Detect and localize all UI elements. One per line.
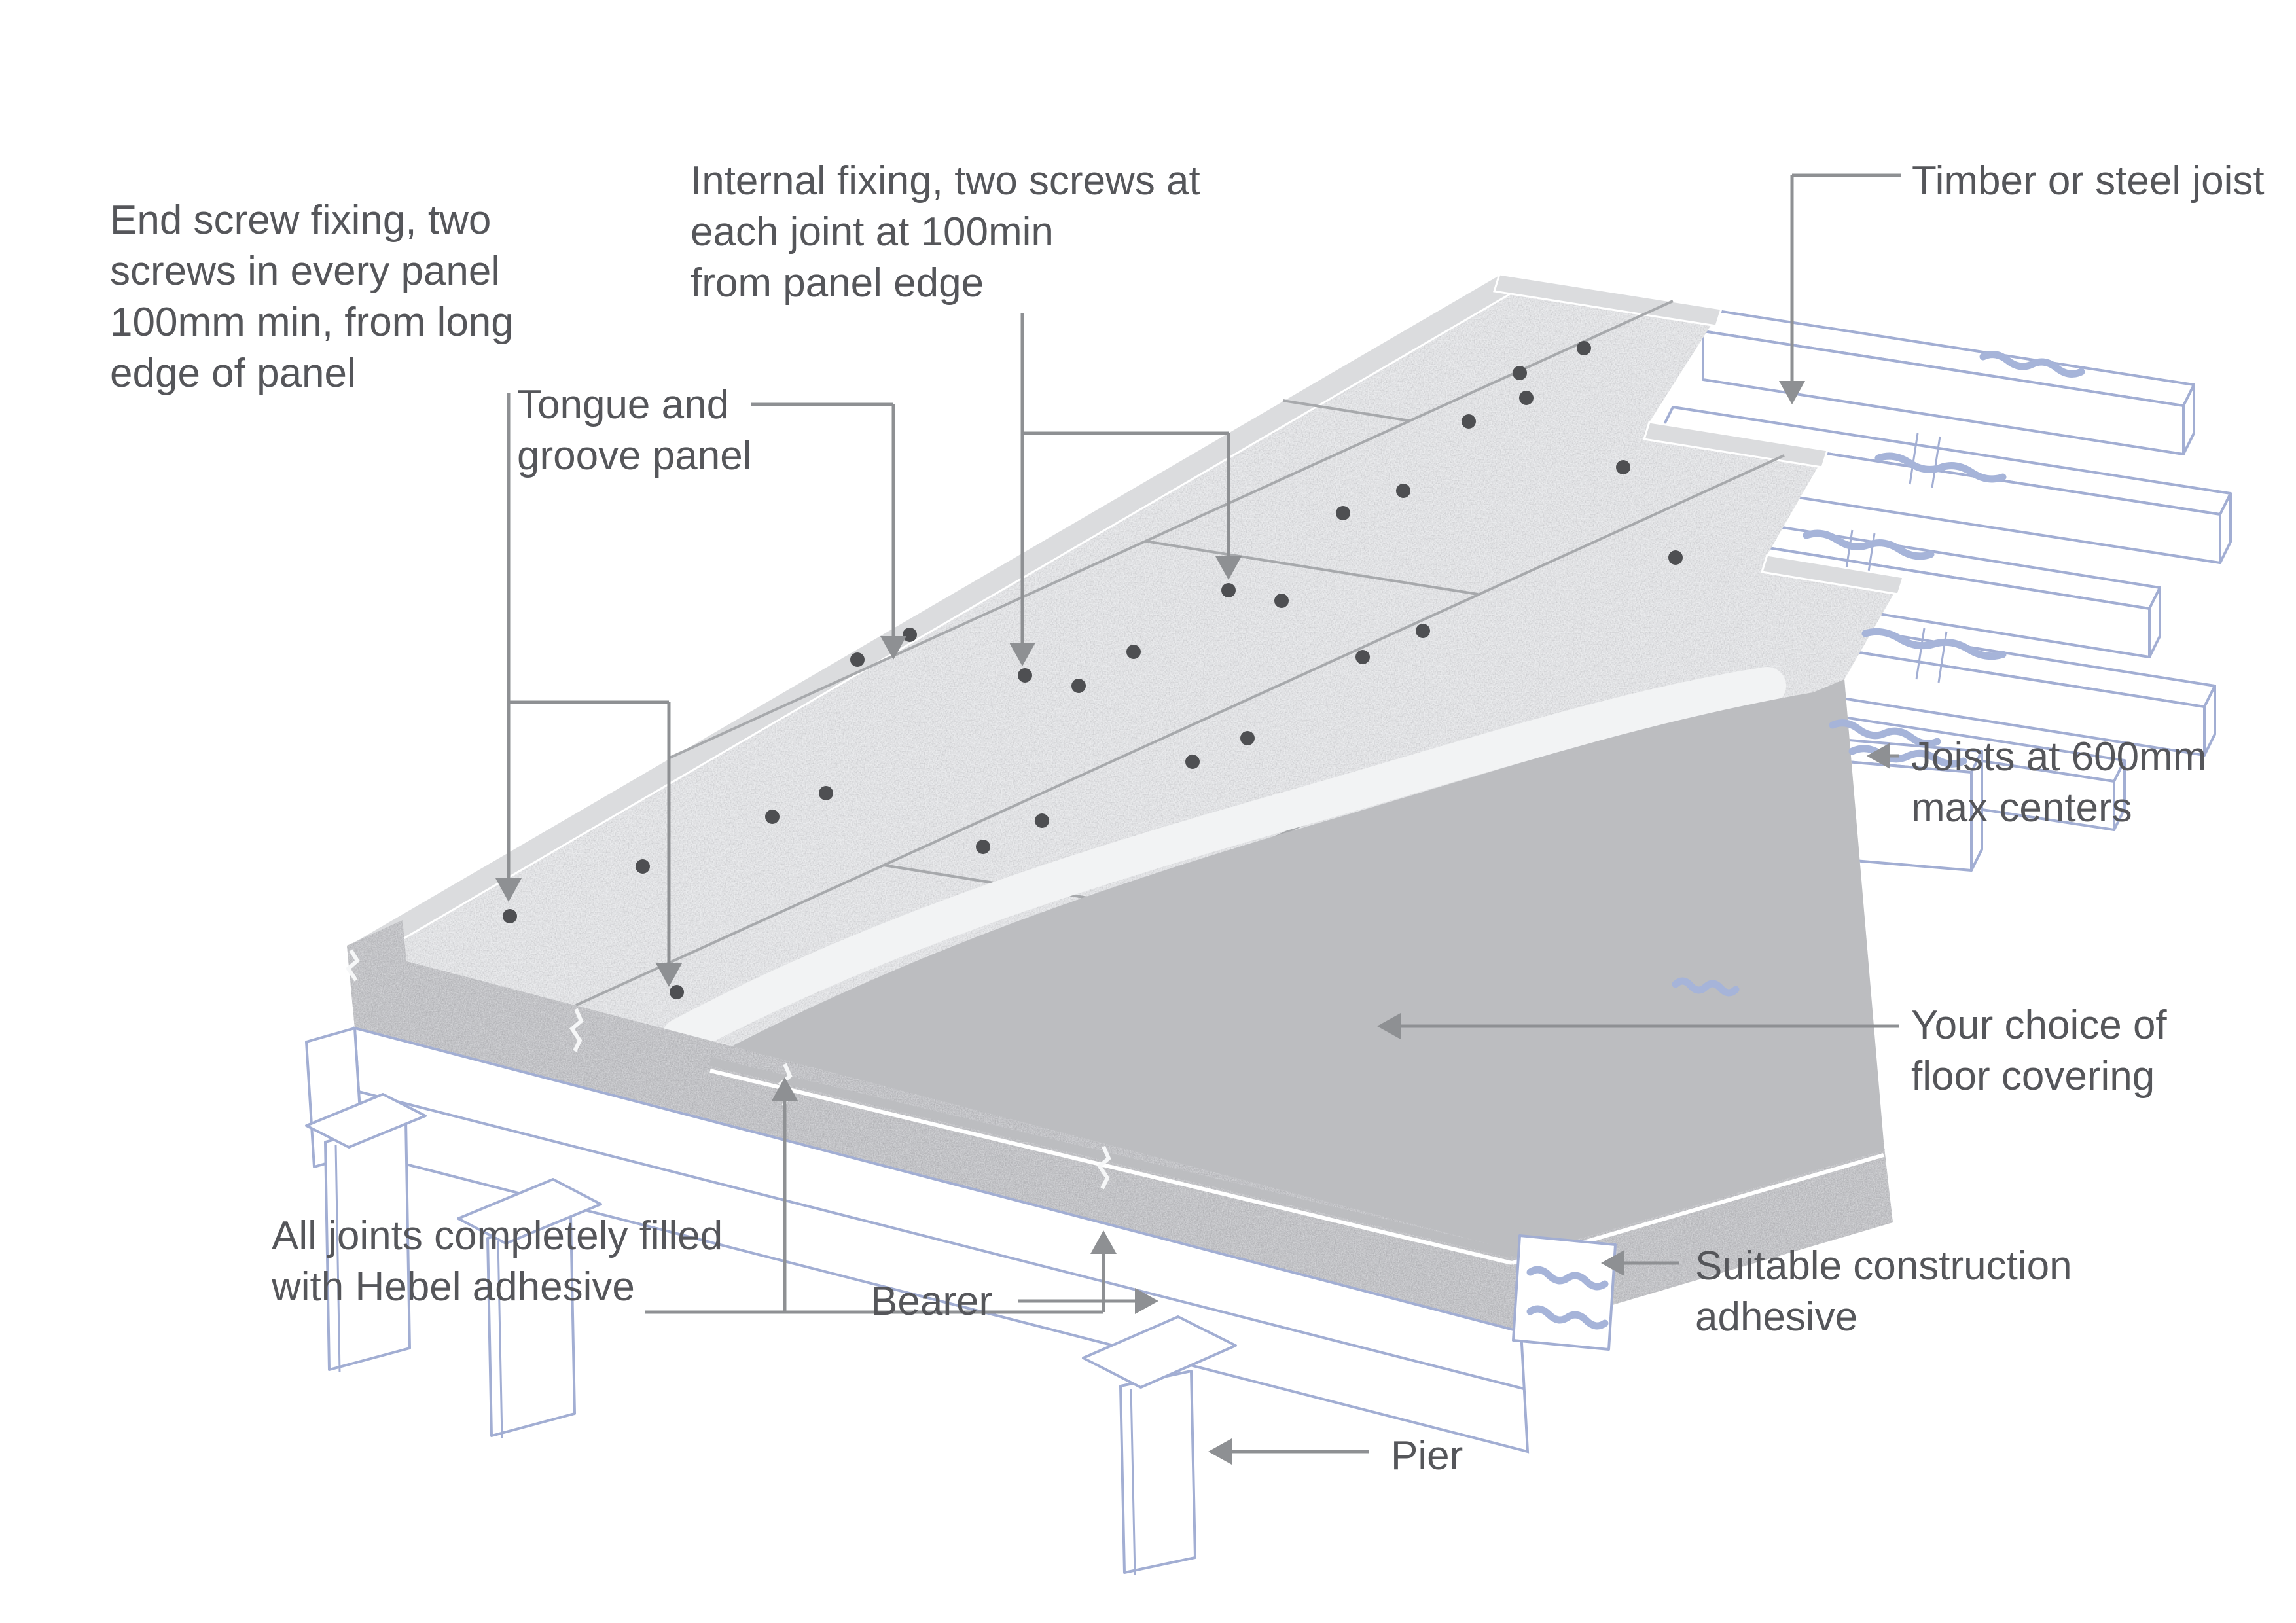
screw-dot bbox=[1018, 668, 1032, 683]
screw-dot bbox=[1668, 550, 1683, 565]
screw-dot bbox=[819, 786, 833, 800]
leader-arrowhead-end_screw bbox=[495, 878, 522, 902]
covering-white-underlay bbox=[662, 667, 1786, 1056]
leader-arrowhead-internal bbox=[1009, 643, 1035, 666]
adhesive-bead bbox=[1829, 719, 1941, 747]
joist-end-face bbox=[2203, 685, 2216, 757]
adhesive-bead bbox=[1848, 745, 1967, 768]
screw-dot bbox=[1221, 583, 1236, 597]
screw-dot bbox=[1336, 506, 1350, 520]
pier-left-2-post-edge bbox=[497, 1240, 503, 1439]
pier-center-post-edge bbox=[1130, 1388, 1136, 1576]
panel-end-joint bbox=[1282, 399, 1410, 422]
leader-arrowhead-tongue bbox=[880, 636, 906, 660]
panel-long-joint bbox=[669, 300, 1674, 759]
sheet-edge-highlight bbox=[709, 1069, 1513, 1265]
joint-jog-mark bbox=[569, 1008, 584, 1052]
screw-dot bbox=[1126, 645, 1141, 659]
screw-dot bbox=[1577, 341, 1591, 355]
adhesive-bead bbox=[1874, 452, 2007, 483]
label-all-joints: All joints completely filled with Hebel … bbox=[272, 1213, 723, 1310]
leader-arrowhead-internal bbox=[1215, 556, 1242, 580]
leader-arrowhead-j600 bbox=[1867, 743, 1890, 769]
leader-arrowhead-suitable bbox=[1601, 1250, 1624, 1276]
label-suitable-adhesive: Suitable construction adhesive bbox=[1695, 1243, 2072, 1340]
joist-mid-mark bbox=[1915, 628, 1926, 680]
leader-arrowhead-choice bbox=[1377, 1013, 1401, 1039]
joint-jog-mark bbox=[1097, 1145, 1111, 1190]
adhesive-bead bbox=[1979, 351, 2085, 378]
screw-dot bbox=[1274, 594, 1289, 608]
adhesive-bead bbox=[1803, 529, 1935, 560]
covering-edge-line bbox=[1511, 1141, 1885, 1258]
panel-step-end bbox=[1761, 554, 1905, 596]
screw-dot bbox=[976, 840, 990, 854]
joist-end-face bbox=[2113, 759, 2126, 831]
joist-mid-mark bbox=[1909, 433, 1919, 485]
pier-left-2-cap bbox=[457, 1178, 602, 1245]
screw-dot bbox=[1416, 624, 1430, 638]
covering-edge-line bbox=[709, 1057, 1513, 1258]
label-floor-covering: Your choice of floor covering bbox=[1911, 1003, 2167, 1099]
joist-end-face bbox=[2219, 492, 2232, 564]
leader-arrowhead-end_screw bbox=[656, 963, 682, 987]
leader-arrowhead-allj bbox=[772, 1077, 798, 1101]
label-tongue-groove: Tongue and groove panel bbox=[517, 382, 752, 478]
leader-arrowhead-timber bbox=[1779, 381, 1805, 404]
joist-end-face bbox=[2182, 383, 2195, 455]
label-timber-steel-joist: Timber or steel joist bbox=[1912, 158, 2265, 204]
screw-dot bbox=[670, 985, 684, 999]
adhesive-bead bbox=[1526, 1305, 1609, 1330]
joist-600-end-face bbox=[1970, 750, 1983, 872]
screw-dot bbox=[1616, 460, 1630, 474]
screw-dot bbox=[850, 652, 865, 667]
leader-arrowhead-pier bbox=[1208, 1438, 1232, 1465]
floor-covering bbox=[710, 679, 1884, 1250]
panel-front-speckle bbox=[347, 946, 1521, 1332]
joint-jog-mark bbox=[346, 949, 360, 982]
bearer-top-edge bbox=[358, 1090, 1524, 1390]
label-internal-fixing: Internal fixing, two screws at each join… bbox=[691, 158, 1200, 306]
label-joists-600: Joists at 600mm max centers bbox=[1911, 734, 2207, 830]
label-bearer: Bearer bbox=[870, 1279, 993, 1324]
screw-dot bbox=[1071, 679, 1086, 693]
screw-dot bbox=[1240, 731, 1255, 745]
panel-long-joint bbox=[575, 454, 1785, 1007]
screw-dot bbox=[1035, 813, 1049, 828]
screw-dot bbox=[1513, 366, 1527, 380]
label-pier: Pier bbox=[1391, 1433, 1463, 1478]
label-end-screw-fixing: End screw fixing, two screws in every pa… bbox=[110, 198, 514, 396]
joist-end-face bbox=[2148, 586, 2161, 658]
pier-center-cap bbox=[1082, 1315, 1237, 1389]
pier-left-1-post-edge bbox=[334, 1144, 341, 1373]
screw-dot bbox=[1185, 755, 1200, 769]
screw-dot bbox=[903, 628, 917, 642]
adhesive-bead bbox=[1861, 628, 2007, 660]
screw-dot bbox=[1355, 650, 1370, 664]
pier-left-1-cap bbox=[305, 1093, 427, 1149]
screw-dot bbox=[1519, 391, 1534, 405]
screw-dot bbox=[1396, 484, 1410, 498]
adhesive-bead bbox=[1526, 1266, 1609, 1291]
leader-arrowhead-bearer bbox=[1135, 1288, 1158, 1314]
panel-left-end-speckle bbox=[347, 920, 410, 1028]
screw-dot bbox=[1462, 414, 1476, 429]
screw-dot bbox=[503, 909, 517, 923]
panel-end-joint bbox=[1145, 540, 1479, 596]
joist-mid-mark bbox=[1931, 436, 1941, 488]
adhesive-bead bbox=[1672, 977, 1740, 997]
screw-dot bbox=[636, 859, 650, 874]
leader-arrowhead-allj bbox=[1090, 1230, 1117, 1254]
bearer-end-face bbox=[1512, 1234, 1617, 1351]
screw-dot bbox=[765, 810, 780, 824]
panel-step-end bbox=[1493, 273, 1723, 327]
